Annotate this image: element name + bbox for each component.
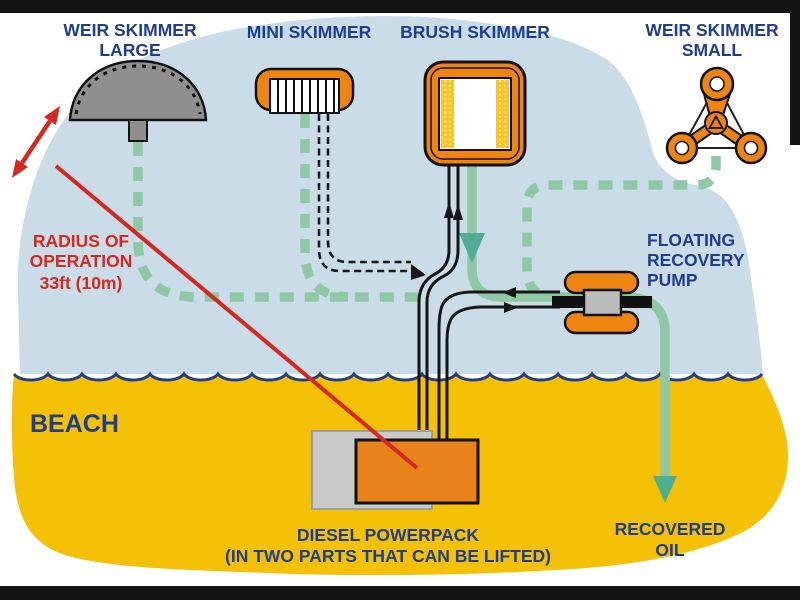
weir-skimmer-large-label: WEIR SKIMMER bbox=[63, 20, 197, 40]
weir-skimmer-small-icon bbox=[665, 66, 768, 165]
cable-pump-1 bbox=[437, 290, 560, 441]
cable-mini-1 bbox=[317, 114, 413, 273]
cable-up-arrow-icon bbox=[444, 202, 454, 218]
top-letterbox-bar bbox=[0, 0, 800, 13]
weir-skimmer-small-label: WEIR SKIMMER bbox=[645, 20, 779, 40]
weir-skimmer-large-label: LARGE bbox=[99, 40, 160, 60]
radius-of-operation-label: OPERATION bbox=[30, 251, 133, 271]
diesel-powerpack-icon bbox=[311, 430, 480, 510]
brush-skimmer-label: BRUSH SKIMMER bbox=[400, 22, 550, 42]
mini-skimmer-label: MINI SKIMMER bbox=[247, 22, 372, 42]
right-letterbox-bar bbox=[790, 0, 800, 145]
mini-skimmer-icon bbox=[254, 67, 355, 114]
cable-brush-1 bbox=[417, 164, 451, 441]
bottom-letterbox-bar bbox=[0, 586, 800, 600]
hose-mini-skimmer bbox=[300, 114, 349, 302]
cable-pump-2 bbox=[445, 305, 560, 441]
cable-left-arrow-icon bbox=[502, 287, 516, 298]
radius-of-operation-label: RADIUS OF bbox=[33, 231, 130, 251]
beach-label: BEACH bbox=[30, 410, 119, 438]
floating-recovery-pump-label: PUMP bbox=[647, 270, 698, 290]
cable-mini-2 bbox=[326, 114, 411, 264]
recovered-oil-arrow-icon bbox=[653, 476, 677, 503]
radius-of-operation-label: 33ft (10m) bbox=[40, 273, 123, 293]
floating-recovery-pump-icon bbox=[552, 270, 652, 335]
diesel-powerpack-label: (IN TWO PARTS THAT CAN BE LIFTED) bbox=[225, 546, 551, 566]
weir-skimmer-large-icon bbox=[68, 59, 208, 142]
diesel-powerpack-label: DIESEL POWERPACK bbox=[297, 525, 480, 545]
recovered-oil-label: OIL bbox=[655, 540, 684, 560]
recovered-oil-label: RECOVERED bbox=[615, 519, 726, 539]
waterline-wave bbox=[12, 371, 764, 382]
radius-sweep-arrow-icon bbox=[12, 106, 60, 178]
hose-weir-small bbox=[522, 156, 721, 301]
cable-mini-arrow-icon bbox=[411, 264, 426, 280]
brush-skimmer-icon bbox=[423, 60, 527, 167]
cable-up-arrow-icon bbox=[453, 204, 463, 220]
floating-recovery-pump-label: FLOATING bbox=[647, 230, 735, 250]
flow-arrow-down-icon bbox=[459, 233, 485, 263]
cable-brush-2 bbox=[425, 164, 460, 441]
radius-line bbox=[54, 164, 419, 470]
cable-right-arrow-icon bbox=[504, 302, 518, 313]
floating-recovery-pump-label: RECOVERY bbox=[647, 250, 745, 270]
weir-skimmer-small-label: SMALL bbox=[682, 40, 743, 60]
hose-weir-large bbox=[133, 142, 418, 302]
